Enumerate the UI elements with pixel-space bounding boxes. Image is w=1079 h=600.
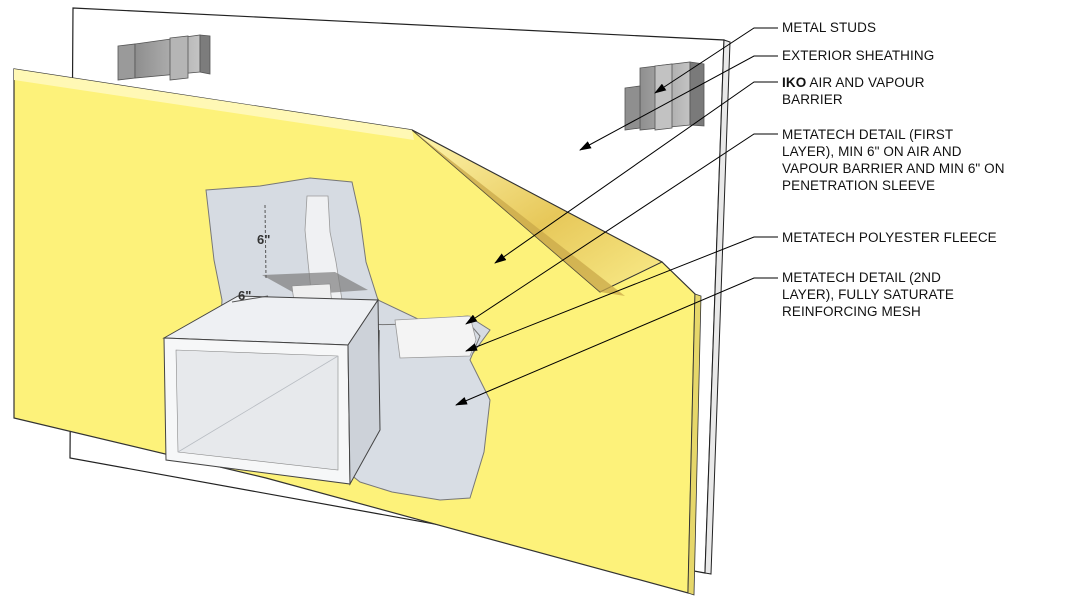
leader-metal-studs [654,27,778,94]
metal-studs [117,34,705,131]
dimension-label-vertical: 6" [257,232,270,247]
label-air-vapour-barrier: IKO AIR AND VAPOUR BARRIER [782,75,925,107]
leader-polyester-fleece [465,236,778,352]
metal-stud-right [624,61,705,131]
label-polyester-fleece: METATECH POLYESTER FLEECE [782,230,997,245]
dimension-line-vertical [264,204,267,279]
dimension-marks: 6" 6" [231,204,270,303]
dimension-line-horizontal [231,295,269,303]
leader-exterior-sheathing [579,55,778,151]
leader-air-vapour-barrier [494,81,778,264]
label-exterior-sheathing: EXTERIOR SHEATHING [782,48,935,63]
label-metal-studs: METAL STUDS [782,20,877,35]
leader-detail-first-layer [465,133,778,325]
dimension-label-horizontal: 6" [238,288,251,303]
metal-stud-left [117,34,211,81]
leader-detail-second-layer [455,277,778,406]
brand-iko: IKO [782,75,807,90]
label-detail-first-layer: METATECH DETAIL (FIRST LAYER), MIN 6" ON… [782,127,1005,193]
penetration-sleeve [162,295,381,486]
leader-lines [455,27,778,406]
label-detail-second-layer: METATECH DETAIL (2ND LAYER), FULLY SATUR… [782,270,954,319]
